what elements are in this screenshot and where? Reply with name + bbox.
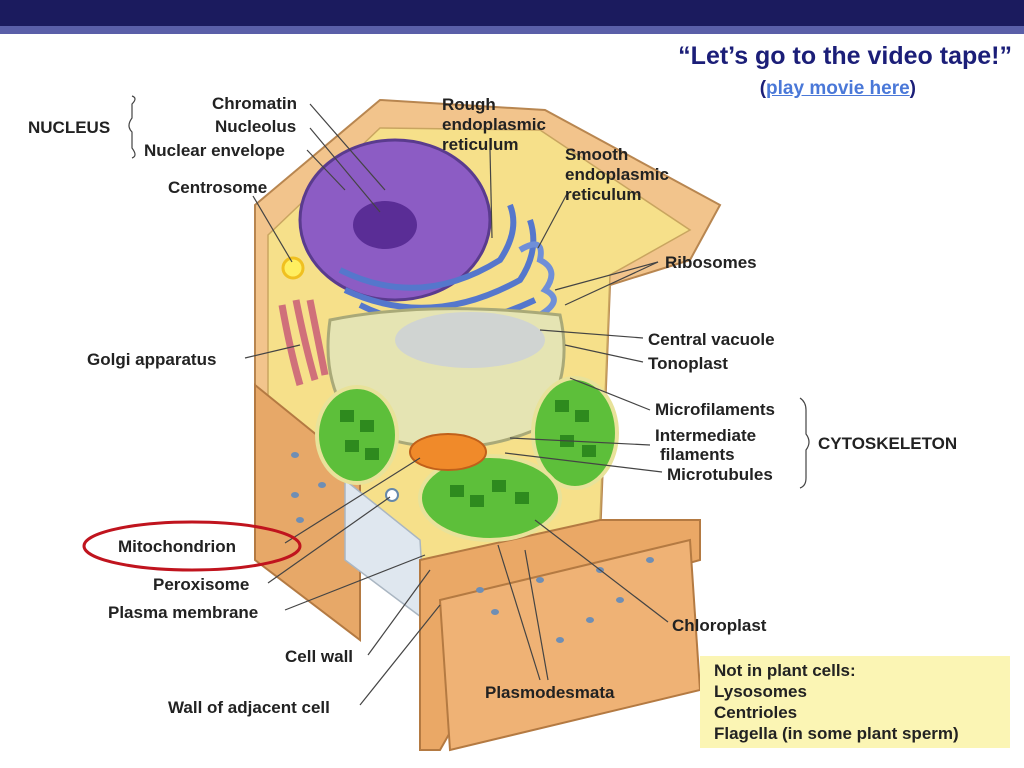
wall-pits: [291, 452, 654, 643]
note-box-item: Flagella (in some plant sperm): [714, 724, 959, 743]
chloroplast-bottom: [418, 454, 562, 542]
mitochondrion-highlight-circle: [82, 520, 302, 572]
label-rough-er-line2: endoplasmic: [442, 115, 546, 134]
note-box-item: Centrioles: [714, 703, 798, 722]
label-chromatin: Chromatin: [212, 94, 297, 113]
label-smooth-er-line2: endoplasmic: [565, 165, 669, 184]
label-wall-of-adjacent-cell: Wall of adjacent cell: [168, 698, 330, 717]
label-ribosomes: Ribosomes: [665, 253, 757, 272]
label-plasma-membrane: Plasma membrane: [108, 603, 259, 622]
label-plasmodesmata: Plasmodesmata: [485, 683, 615, 702]
label-peroxisome: Peroxisome: [153, 575, 250, 594]
not-in-plant-cells-box: Not in plant cells: Lysosomes Centrioles…: [700, 656, 1010, 748]
label-smooth-er-line1: Smooth: [565, 145, 629, 164]
slide-title: “Let’s go to the video tape!”: [678, 42, 1012, 70]
label-nucleolus: Nucleolus: [215, 117, 297, 136]
chloroplast-left: [315, 385, 399, 485]
group-label-nucleus: NUCLEUS: [28, 118, 111, 137]
centrosome: [281, 256, 305, 280]
subtitle-close-paren: ): [909, 78, 916, 99]
label-centrosome: Centrosome: [168, 178, 268, 197]
label-mitochondrion: Mitochondrion: [118, 537, 237, 556]
thylakoid-stacks: [340, 400, 596, 507]
label-microtubules: Microtubules: [667, 465, 773, 484]
subtitle-open-paren: (: [759, 78, 767, 99]
label-cell-wall: Cell wall: [285, 647, 354, 666]
label-chloroplast: Chloroplast: [672, 616, 767, 635]
label-rough-er-line3: reticulum: [442, 135, 519, 154]
label-intermediate-line2: filaments: [660, 445, 735, 464]
label-golgi-apparatus: Golgi apparatus: [87, 350, 217, 369]
label-smooth-er-line3: reticulum: [565, 185, 642, 204]
group-label-cytoskeleton: CYTOSKELETON: [818, 434, 958, 453]
header-bar: [0, 0, 1024, 26]
chloroplast-right: [531, 376, 619, 490]
label-tonoplast: Tonoplast: [648, 354, 728, 373]
smooth-er: [518, 241, 557, 318]
note-box-item: Lysosomes: [714, 682, 807, 701]
nucleolus: [353, 201, 417, 249]
leader-lines: [128, 95, 810, 706]
label-microfilaments: Microfilaments: [655, 400, 775, 419]
vacuole-inner: [395, 312, 545, 368]
slide-subtitle: (play movie here): [760, 78, 916, 100]
play-movie-link[interactable]: play movie here: [766, 78, 910, 99]
label-central-vacuole: Central vacuole: [648, 330, 775, 349]
header-accent-line: [0, 26, 1024, 34]
mitochondrion: [409, 433, 487, 471]
label-nuclear-envelope: Nuclear envelope: [144, 141, 285, 160]
note-box-heading: Not in plant cells:: [714, 661, 856, 680]
label-rough-er-line1: Rough: [442, 95, 496, 114]
label-intermediate-line1: Intermediate: [655, 426, 757, 445]
